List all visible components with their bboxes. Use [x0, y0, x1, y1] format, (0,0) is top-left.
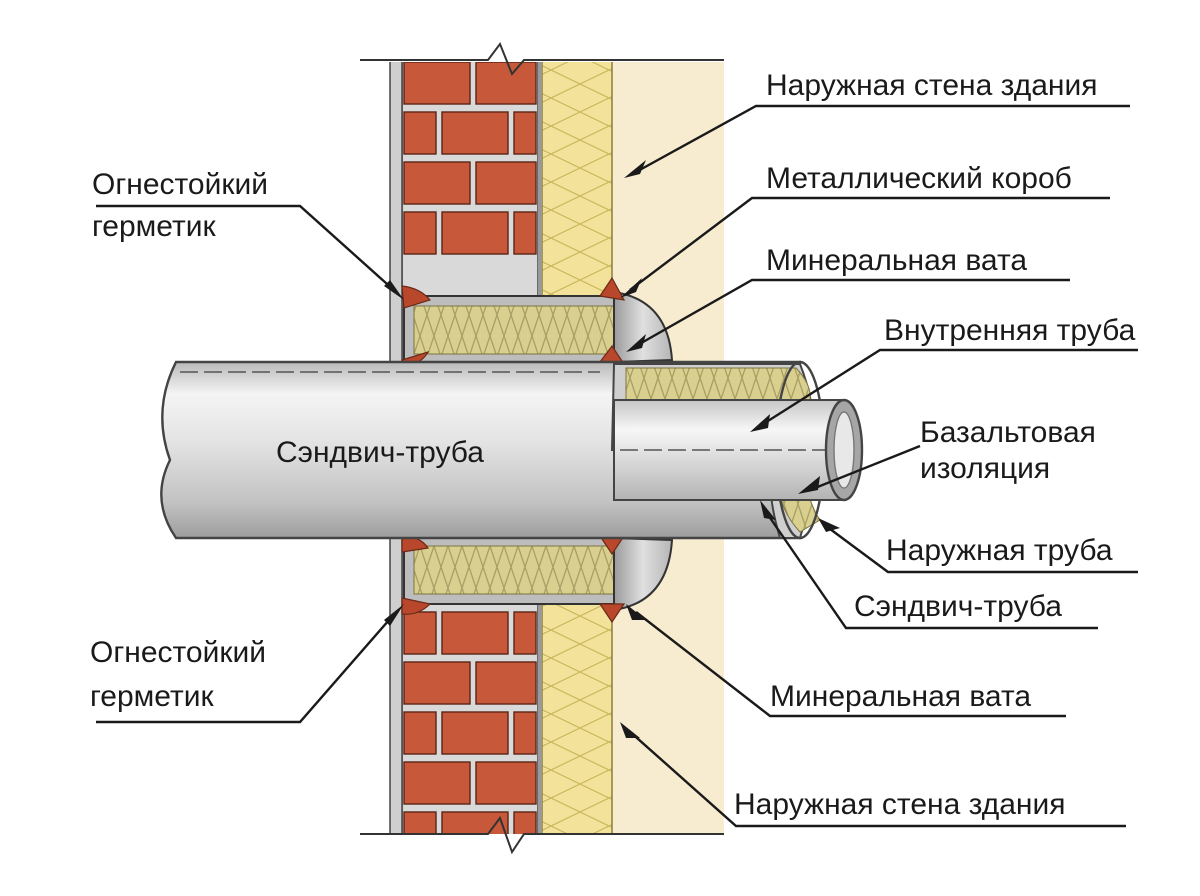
- brick: [475, 61, 537, 105]
- brick: [513, 711, 537, 755]
- arrowhead: [620, 722, 640, 738]
- brick: [475, 661, 537, 705]
- sealant-bead: [598, 603, 626, 624]
- leader-lines: [96, 104, 1138, 828]
- sandwich-pipe: [160, 360, 864, 540]
- arrowhead: [620, 278, 642, 298]
- label-sealant-bottom-line2: герметик: [90, 680, 214, 713]
- brick: [513, 211, 537, 255]
- leader-outer-pipe: [825, 525, 1138, 574]
- brick: [513, 611, 537, 655]
- label-outer-wall-top: Наружная стена здания: [766, 69, 1097, 102]
- label-outer-wall-bottom: Наружная стена здания: [734, 788, 1065, 821]
- brick: [475, 761, 537, 805]
- brick: [403, 211, 437, 255]
- mineral-wool-bottom: [413, 545, 615, 595]
- leader-mineral-wool-bottom: [635, 611, 1066, 718]
- label-mineral-wool-bottom: Минеральная вата: [770, 680, 1031, 713]
- label-pipe-body: Сэндвич-труба: [276, 436, 484, 469]
- inner-pipe-bore: [833, 411, 855, 489]
- arrowhead: [384, 604, 404, 626]
- arrowhead: [798, 476, 820, 494]
- brick: [403, 661, 471, 705]
- leader-metal-box: [629, 196, 1110, 291]
- brick: [475, 161, 537, 205]
- label-inner-pipe: Внутренняя труба: [884, 314, 1136, 347]
- brick: [441, 211, 509, 255]
- arrowhead: [760, 500, 776, 520]
- brick: [441, 711, 509, 755]
- arrowhead: [626, 334, 646, 352]
- leader-mineral-wool-top: [635, 278, 1070, 348]
- label-outer-pipe: Наружная труба: [886, 534, 1113, 567]
- wall-break-top: [360, 40, 740, 76]
- label-sealant-bottom-line1: Огнестойкий: [90, 636, 266, 669]
- arrowhead: [384, 280, 404, 300]
- brick: [403, 61, 471, 105]
- arrowhead: [626, 604, 646, 620]
- leader-inner-pipe: [759, 348, 1138, 428]
- arrowhead: [818, 518, 840, 532]
- leader-outer-wall-bottom: [627, 729, 1126, 828]
- labels: Наружная стена здания Металлический коро…: [90, 69, 1136, 821]
- label-sandwich-pipe-right: Сэндвич-труба: [854, 590, 1062, 623]
- brick: [403, 161, 471, 205]
- basalt-insulation-cut: [625, 367, 811, 401]
- arrowheads: [384, 160, 840, 738]
- wall-break-bottom: [360, 815, 740, 864]
- arrowhead: [750, 414, 770, 432]
- leader-basalt: [809, 444, 921, 492]
- sealant-bead: [598, 276, 626, 301]
- label-sealant-top-line1: Огнестойкий: [92, 168, 268, 201]
- sealant-bead: [401, 285, 432, 309]
- sealant-bead: [401, 597, 432, 615]
- brick: [441, 111, 509, 155]
- leader-outer-wall-top: [635, 104, 1130, 174]
- label-basalt-line1: Базальтовая: [920, 416, 1096, 449]
- brick: [441, 611, 509, 655]
- leader-sealant-top: [96, 204, 397, 293]
- metal-box: [403, 290, 674, 612]
- brick: [403, 611, 437, 655]
- label-metal-box: Металлический короб: [766, 162, 1072, 195]
- brick: [403, 761, 471, 805]
- metal-box-flange-top: [613, 290, 674, 364]
- label-mineral-wool-top: Минеральная вата: [766, 244, 1027, 277]
- leader-sandwich-pipe-right: [765, 511, 1098, 630]
- arrowhead: [624, 160, 646, 178]
- label-sealant-top-line2: герметик: [92, 210, 216, 243]
- bricks: [403, 61, 537, 838]
- brick: [403, 111, 437, 155]
- brick: [403, 711, 437, 755]
- mineral-wool-top: [413, 305, 615, 355]
- brick: [513, 111, 537, 155]
- label-basalt-line2: изоляция: [920, 452, 1050, 485]
- leader-sealant-bottom: [96, 611, 397, 724]
